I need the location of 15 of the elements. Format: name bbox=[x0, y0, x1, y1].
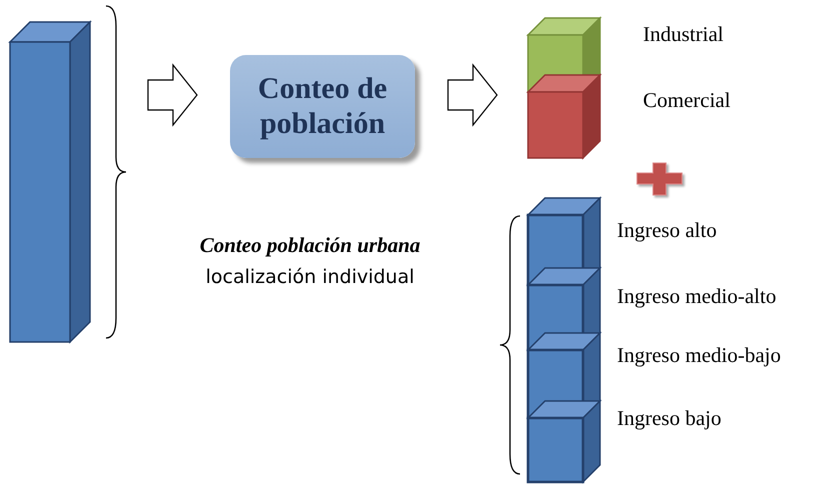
cube-label: Ingreso medio-bajo bbox=[617, 343, 781, 368]
caption-text: localización individual bbox=[206, 266, 414, 288]
block-arrow bbox=[447, 63, 498, 127]
cube-label: Ingreso medio-alto bbox=[617, 284, 776, 309]
bar-drawing bbox=[10, 22, 90, 342]
box-title: Conteo de población bbox=[256, 72, 388, 141]
cube-drawing bbox=[528, 75, 600, 158]
cube-label: Ingreso bajo bbox=[617, 406, 722, 431]
cube-label: Industrial bbox=[643, 22, 724, 47]
cube-drawing bbox=[528, 401, 600, 482]
block-arrow bbox=[147, 63, 198, 127]
cube-label: Ingreso alto bbox=[617, 218, 717, 243]
caption-title: Conteo población urbana bbox=[200, 233, 420, 258]
cube-label: Comercial bbox=[643, 88, 730, 113]
process-box bbox=[230, 55, 415, 158]
